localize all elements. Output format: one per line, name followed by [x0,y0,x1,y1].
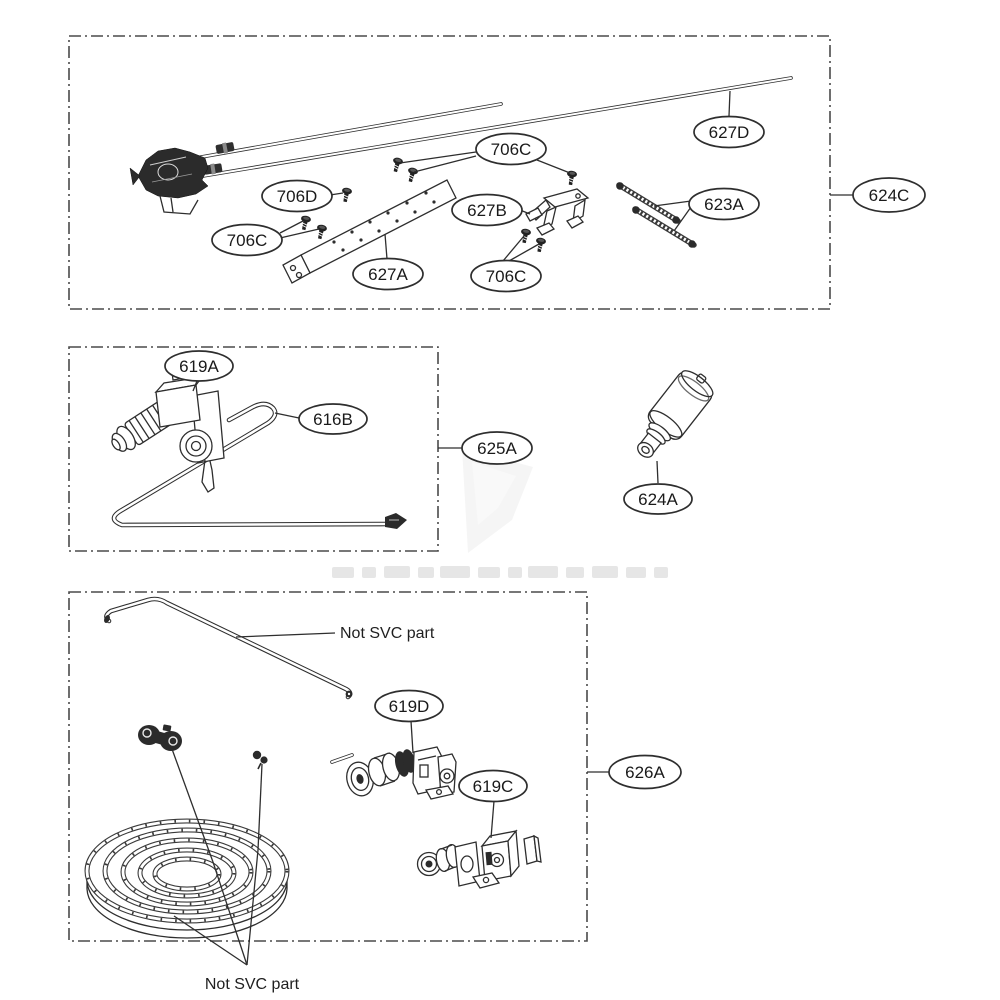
callout-706D: 706D [261,179,333,213]
screw-icon [390,156,405,174]
screw-icon [405,166,420,184]
callout-619D: 619D [374,689,444,723]
callout-627B: 627B [451,193,523,227]
callout-619C: 619C [458,769,528,803]
callout-627D: 627D [693,115,765,149]
callout-624C: 624C [852,177,926,213]
bottom-assembly-section: Not SVC part [68,591,682,993]
svg-text:706C: 706C [227,231,268,250]
svg-text:627A: 627A [368,265,408,284]
bracket-plate-627A [282,179,457,284]
screw-icon [339,186,353,204]
callout-627A: 627A [352,257,424,291]
tube-short [188,102,503,161]
svg-text:619A: 619A [179,357,219,376]
main-valve-assembly [129,147,209,215]
bottom-leader-lines [171,748,263,966]
svg-text:624C: 624C [869,186,910,205]
callout-626A: 626A [608,754,682,790]
tube-coupler [203,163,223,175]
screw-icon [533,236,547,254]
callout-706C-left: 706C [211,223,283,257]
svg-text:624A: 624A [638,490,678,509]
callout-623A: 623A [688,187,760,221]
svg-text:706D: 706D [277,187,318,206]
svg-text:627D: 627D [709,123,750,142]
svg-text:626A: 626A [625,763,665,782]
tube-627D [201,76,793,178]
bottom-box-border [68,591,588,942]
bent-tube-not-svc [104,596,353,700]
valve-619D [330,746,457,800]
callout-624A: 624A [623,483,693,515]
middle-assembly-section: 619A 616B 625A [68,346,533,552]
watermark [332,448,668,578]
svg-text:623A: 623A [704,195,744,214]
svg-text:619D: 619D [389,697,430,716]
screw-icon [518,227,532,245]
callout-616B: 616B [298,403,368,435]
svg-text:706C: 706C [486,267,527,286]
tube-616B [111,401,407,529]
screw-icon [314,223,329,241]
elbow-connector [138,724,182,751]
svg-text:616B: 616B [313,410,353,429]
valve-619A [111,369,225,493]
top-leader-lines [279,90,853,262]
callout-625A: 625A [461,431,533,465]
bracket-627B [525,188,590,236]
top-assembly-section: 706C 627D 624C 706D 623A 627B 706C 627A [68,35,926,310]
middle-box-border [68,346,439,552]
top-box-border [68,35,831,310]
svg-text:625A: 625A [477,439,517,458]
coiled-tube-not-svc [84,818,290,939]
callout-706C-bottom: 706C [470,259,542,293]
svg-text:706C: 706C [491,140,532,159]
small-clip [252,750,268,770]
tube-coupler [215,142,235,154]
hoses-623A [616,182,697,248]
valve-619C [416,829,542,889]
svg-text:619C: 619C [473,777,514,796]
note-not-svc-bottom: Not SVC part [205,976,300,993]
svg-text:627B: 627B [467,201,507,220]
callout-706C-top: 706C [475,132,547,166]
water-filter-624A: 624A [623,370,714,515]
note-not-svc-top: Not SVC part [340,625,435,642]
callout-619A: 619A [164,350,234,382]
